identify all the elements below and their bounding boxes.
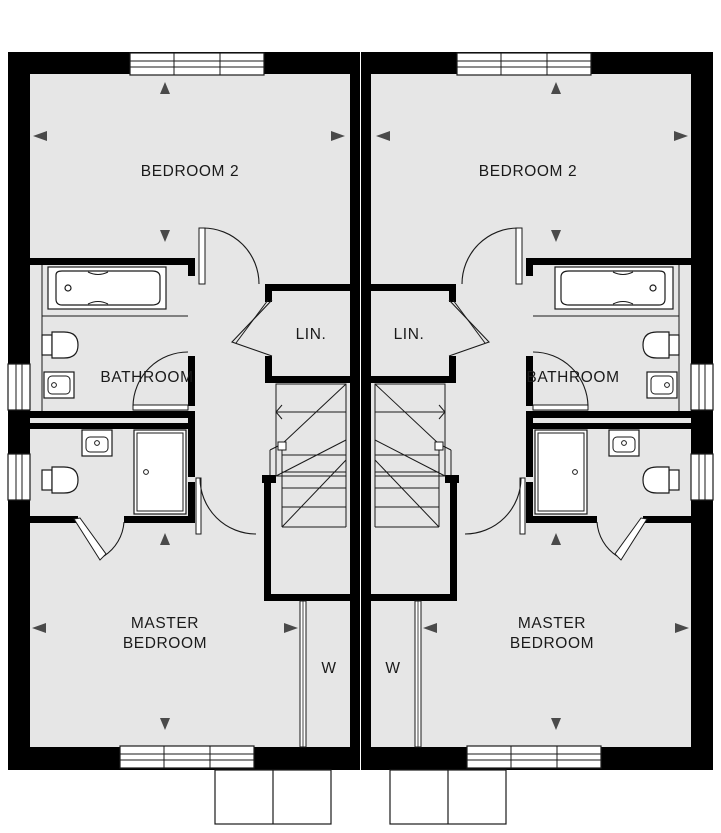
room-label-master-right-1: MASTER bbox=[518, 615, 586, 632]
room-label-linen-right: LIN. bbox=[394, 326, 425, 343]
room-label-master-left-1: MASTER bbox=[131, 615, 199, 632]
wardrobe-label-left: W bbox=[321, 660, 336, 677]
room-label-bathroom-right: BATHROOM bbox=[526, 369, 619, 386]
room-label-linen-left: LIN. bbox=[296, 326, 327, 343]
room-label-master-right-2: BEDROOM bbox=[510, 635, 594, 652]
room-label-bathroom-left: BATHROOM bbox=[100, 369, 193, 386]
room-label-bedroom2-right: BEDROOM 2 bbox=[479, 163, 577, 180]
room-label-master-left-2: BEDROOM bbox=[123, 635, 207, 652]
room-label-bedroom2-left: BEDROOM 2 bbox=[141, 163, 239, 180]
wardrobe-label-right: W bbox=[385, 660, 400, 677]
